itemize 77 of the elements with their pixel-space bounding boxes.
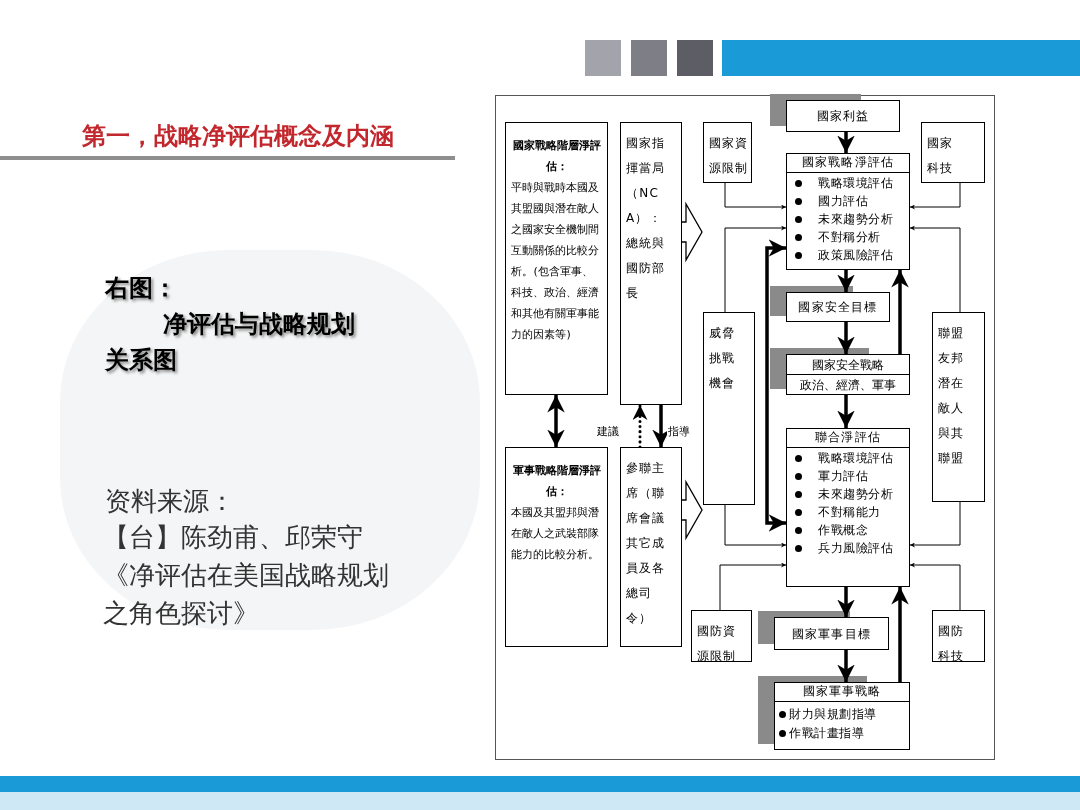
list-item: 國力評估 bbox=[818, 193, 869, 209]
box-text: 國家軍事目標 bbox=[791, 625, 872, 643]
caption-text: 右图： bbox=[105, 273, 177, 304]
box-text: 國家利益 bbox=[816, 108, 870, 125]
list-item: 戰略環境評估 bbox=[818, 450, 894, 466]
arrow bbox=[765, 239, 786, 532]
arrow bbox=[909, 562, 961, 611]
arrow bbox=[837, 650, 855, 682]
list-item: 不對稱能力 bbox=[818, 504, 881, 520]
process-box bbox=[703, 122, 752, 183]
process-box bbox=[786, 354, 910, 395]
arrow bbox=[724, 504, 787, 548]
box-text: 國防科技 bbox=[938, 623, 966, 661]
source-text: 【台】陈劲甫、邱荣守《净评估在美国战略规划之角色探讨》 bbox=[103, 521, 390, 630]
process-box bbox=[774, 682, 910, 750]
box-text: 國家科技 bbox=[927, 135, 955, 177]
arrow bbox=[547, 395, 565, 447]
arrow bbox=[891, 587, 909, 682]
box-text: 國防資源限制 bbox=[697, 623, 738, 661]
process-box bbox=[921, 122, 985, 183]
box-heading: 國家軍事戰略 bbox=[802, 683, 882, 701]
process-box bbox=[505, 122, 608, 395]
list-item: 不對稱分析 bbox=[818, 229, 881, 245]
process-box bbox=[620, 447, 682, 647]
list-item: 財力與規劃指導 bbox=[789, 706, 878, 722]
box-text: 平時與戰時本國及其盟國與潛在敵人之國家安全機制間互動關係的比較分析。(包含軍事、科技、政治、經濟和其他有關軍事能力的因素等) bbox=[511, 180, 601, 343]
process-box bbox=[786, 428, 910, 587]
list-item: 作戰計畫指導 bbox=[789, 725, 865, 741]
list-item: 戰略環境評估 bbox=[818, 175, 894, 191]
process-box bbox=[932, 312, 985, 502]
arrow bbox=[909, 501, 961, 548]
arrow bbox=[837, 270, 855, 292]
box-heading: 國家戰略階層淨評估： bbox=[511, 138, 602, 175]
source-heading: 资料来源： bbox=[105, 485, 235, 518]
box-heading: 國家戰略淨評估 bbox=[801, 154, 895, 172]
box-heading: 國家安全戰略 bbox=[812, 356, 884, 374]
block-arrow bbox=[681, 479, 703, 541]
process-box bbox=[932, 610, 985, 662]
arrow bbox=[837, 587, 855, 617]
arrow bbox=[909, 182, 961, 210]
process-box bbox=[691, 610, 752, 662]
box-text: 國家安全目標 bbox=[798, 299, 878, 316]
list-item: 軍力評估 bbox=[818, 468, 869, 484]
box-text: 聯盟友邦潛在敵人與其聯盟 bbox=[938, 325, 966, 467]
arrow bbox=[724, 182, 787, 210]
arrow bbox=[909, 225, 961, 313]
list-item: 未來趨勢分析 bbox=[818, 486, 894, 502]
list-item: 兵力風險評估 bbox=[818, 540, 894, 556]
box-text: 政治、經濟、軍事 bbox=[800, 376, 896, 394]
arrow bbox=[719, 562, 787, 611]
dotted-arrow bbox=[632, 403, 648, 449]
list-item: 作戰概念 bbox=[818, 522, 869, 538]
arrow bbox=[837, 132, 855, 153]
box-text: 國家指揮當局（NCA）：總統與國防部長 bbox=[626, 135, 667, 302]
process-box bbox=[774, 617, 889, 650]
caption-text: 关系图 bbox=[105, 345, 177, 376]
process-box bbox=[703, 312, 755, 505]
list-item: 未來趨勢分析 bbox=[818, 211, 894, 227]
process-box bbox=[505, 447, 608, 647]
process-box bbox=[786, 153, 910, 270]
box-heading: 聯合淨評估 bbox=[815, 429, 881, 447]
process-box bbox=[786, 292, 890, 322]
arrow bbox=[837, 322, 855, 354]
arrow bbox=[724, 225, 787, 313]
slide-title: 第一，战略净评估概念及内涵 bbox=[82, 121, 394, 152]
process-box bbox=[786, 100, 900, 132]
process-box bbox=[620, 122, 682, 405]
box-text: 本國及其盟邦與潛在敵人之武裝部隊能力的比較分析。 bbox=[511, 505, 601, 563]
arrow bbox=[891, 270, 909, 354]
box-heading: 軍事戰略階層淨評估： bbox=[511, 463, 602, 500]
box-text: 參聯主席（聯席會議其它成員及各總司令） bbox=[626, 460, 667, 627]
box-text: 國家資源限制 bbox=[709, 135, 750, 177]
arrow bbox=[837, 395, 855, 428]
box-text: 威脅挑戰機會 bbox=[709, 325, 737, 392]
block-arrow bbox=[681, 201, 703, 263]
caption-text: 净评估与战略规划 bbox=[163, 309, 355, 340]
list-item: 政策風險評估 bbox=[818, 247, 894, 263]
